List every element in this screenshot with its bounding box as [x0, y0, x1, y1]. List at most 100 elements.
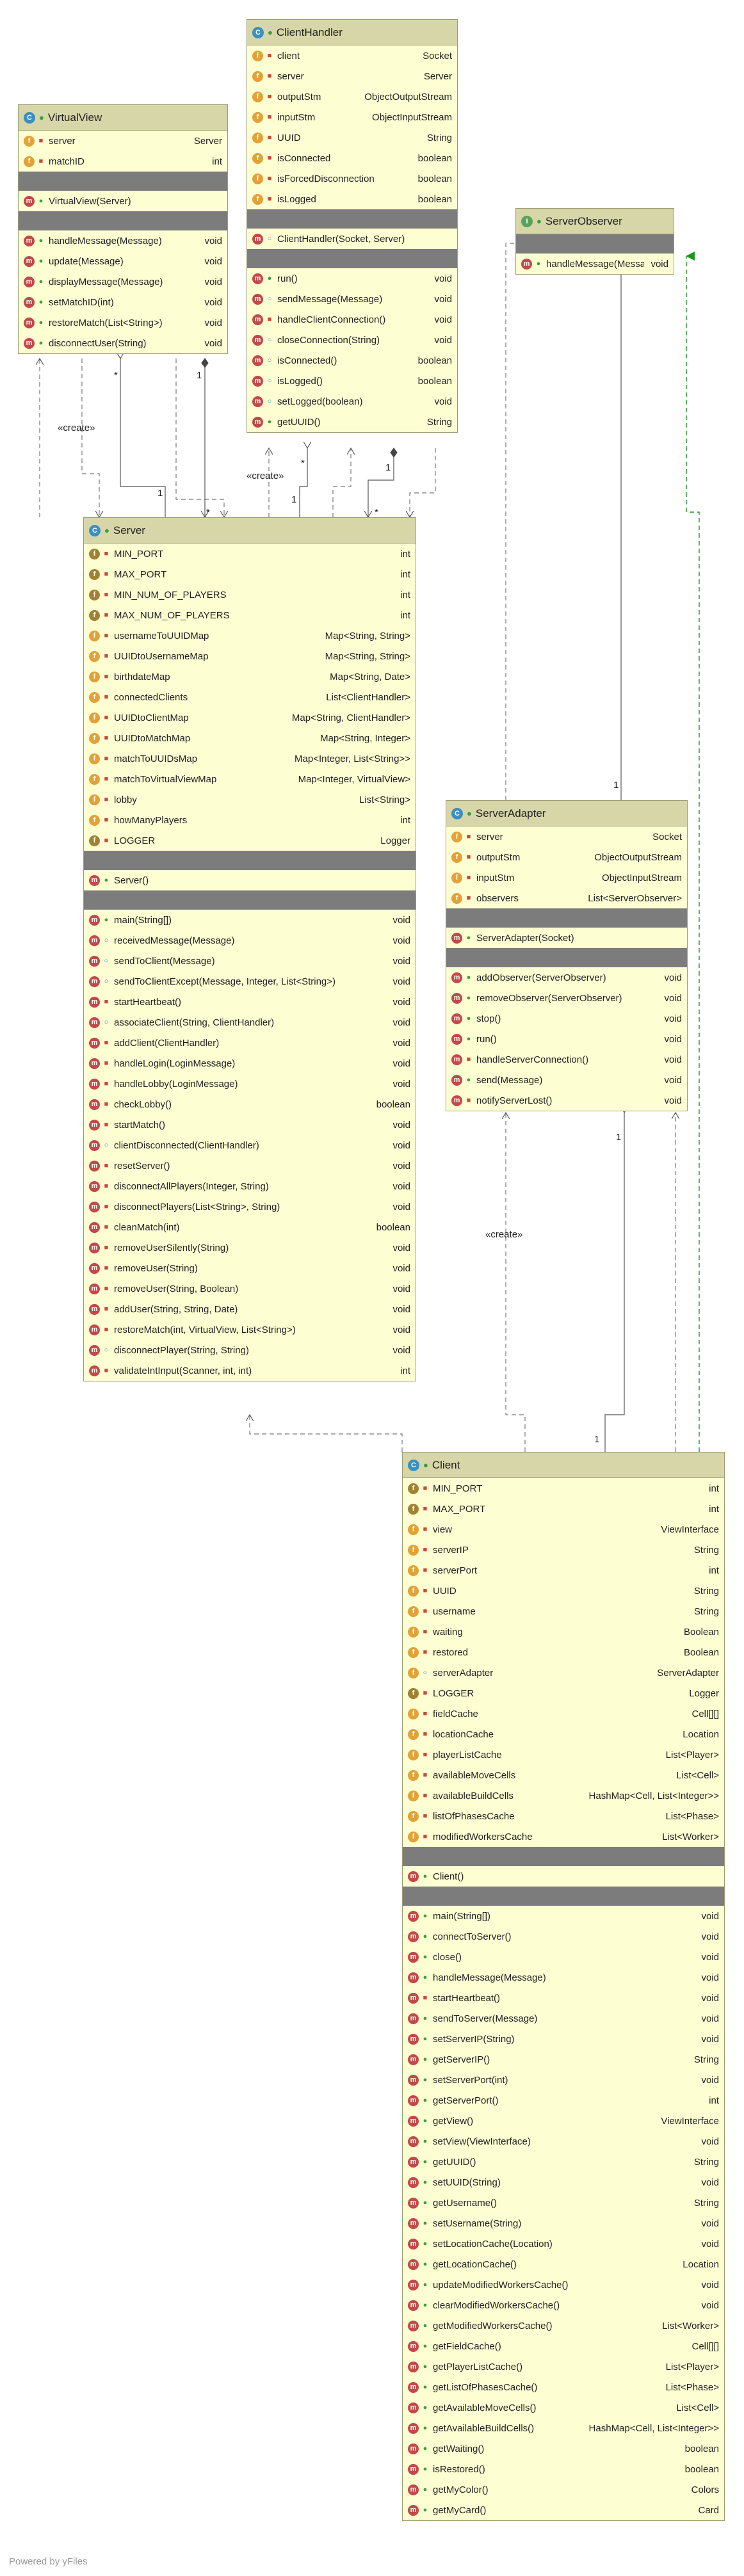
method-row[interactable]: m○closeConnection(String)void	[247, 330, 457, 350]
method-row[interactable]: m●setMatchID(int)void	[19, 292, 227, 312]
method-row[interactable]: m■addClient(ClientHandler)void	[84, 1033, 416, 1053]
method-row[interactable]: m■startMatch()void	[84, 1115, 416, 1135]
method-row[interactable]: m●getUUID()String	[247, 412, 457, 432]
method-row[interactable]: m●addObserver(ServerObserver)void	[446, 967, 687, 988]
method-row[interactable]: m■removeUser(String)void	[84, 1258, 416, 1278]
method-row[interactable]: m●getListOfPhasesCache()List<Phase>	[403, 2377, 724, 2397]
method-row[interactable]: m●getUsername()String	[403, 2193, 724, 2213]
constructor-row[interactable]: m●VirtualView(Server)	[19, 191, 227, 211]
method-row[interactable]: m●getModifiedWorkersCache()List<Worker>	[403, 2315, 724, 2336]
method-row[interactable]: m○isConnected()boolean	[247, 350, 457, 371]
method-row[interactable]: m○setLogged(boolean)void	[247, 391, 457, 412]
method-row[interactable]: m■validateIntInput(Scanner, int, int)int	[84, 1360, 416, 1381]
method-row[interactable]: m■restoreMatch(int, VirtualView, List<St…	[84, 1319, 416, 1340]
method-row[interactable]: m●main(String[])void	[403, 1906, 724, 1926]
method-row[interactable]: m●removeObserver(ServerObserver)void	[446, 988, 687, 1008]
method-row[interactable]: m■disconnectPlayers(List<String>, String…	[84, 1196, 416, 1217]
method-row[interactable]: m●send(Message)void	[446, 1070, 687, 1090]
method-row[interactable]: m●run()void	[446, 1029, 687, 1049]
method-row[interactable]: m●update(Message)void	[19, 251, 227, 271]
method-row[interactable]: m●displayMessage(Message)void	[19, 271, 227, 292]
constructor-row[interactable]: m●Client()	[403, 1866, 724, 1887]
method-row[interactable]: m●setServerPort(int)void	[403, 2070, 724, 2090]
method-row[interactable]: m●handleMessage(Message)void	[19, 230, 227, 251]
method-row[interactable]: m■checkLobby()boolean	[84, 1094, 416, 1115]
method-row[interactable]: m■removeUserSilently(String)void	[84, 1237, 416, 1258]
method-row[interactable]: m●getFieldCache()Cell[][]	[403, 2336, 724, 2356]
method-row[interactable]: m■handleLobby(LoginMessage)void	[84, 1074, 416, 1094]
method-row[interactable]: m■handleServerConnection()void	[446, 1049, 687, 1070]
method-row[interactable]: m●getView()ViewInterface	[403, 2111, 724, 2131]
method-row[interactable]: m●clearModifiedWorkersCache()void	[403, 2295, 724, 2315]
method-row[interactable]: m●getUUID()String	[403, 2152, 724, 2172]
method-row[interactable]: m●isRestored()boolean	[403, 2459, 724, 2479]
class-box-serverobserver[interactable]: I●ServerObserverm●handleMessage(Message)…	[515, 208, 674, 275]
method-row[interactable]: m●setView(ViewInterface)void	[403, 2131, 724, 2152]
method-row[interactable]: m●run()void	[247, 268, 457, 289]
method-row[interactable]: m●getWaiting()boolean	[403, 2438, 724, 2459]
method-row[interactable]: m○sendMessage(Message)void	[247, 289, 457, 309]
constructor-row[interactable]: m○ClientHandler(Socket, Server)	[247, 229, 457, 249]
method-row[interactable]: m●setLocationCache(Location)void	[403, 2234, 724, 2254]
method-row[interactable]: m●setUUID(String)void	[403, 2172, 724, 2193]
method-row[interactable]: m●handleMessage(Message)void	[516, 254, 674, 274]
method-row[interactable]: m○disconnectPlayer(String, String)void	[84, 1340, 416, 1360]
method-row[interactable]: m●connectToServer()void	[403, 1926, 724, 1947]
method-row[interactable]: m●getAvailableBuildCells()HashMap<Cell, …	[403, 2418, 724, 2438]
method-row[interactable]: m■startHeartbeat()void	[84, 992, 416, 1012]
method-row[interactable]: m○receivedMessage(Message)void	[84, 930, 416, 951]
method-row[interactable]: m●setUsername(String)void	[403, 2213, 724, 2234]
method-row[interactable]: m●getServerIP()String	[403, 2049, 724, 2070]
method-row[interactable]: m■cleanMatch(int)boolean	[84, 1217, 416, 1237]
method-row[interactable]: m●setServerIP(String)void	[403, 2029, 724, 2049]
method-row[interactable]: m●getAvailableMoveCells()List<Cell>	[403, 2397, 724, 2418]
method-row[interactable]: m■resetServer()void	[84, 1155, 416, 1176]
method-row[interactable]: m●handleMessage(Message)void	[403, 1967, 724, 1988]
method-row[interactable]: m■handleClientConnection()void	[247, 309, 457, 330]
method-row[interactable]: m○sendToClient(Message)void	[84, 951, 416, 971]
method-row[interactable]: m○sendToClientExcept(Message, Integer, L…	[84, 971, 416, 992]
method-row[interactable]: m●getPlayerListCache()List<Player>	[403, 2356, 724, 2377]
method-row[interactable]: m■addUser(String, String, Date)void	[84, 1299, 416, 1319]
method-row[interactable]: m■removeUser(String, Boolean)void	[84, 1278, 416, 1299]
